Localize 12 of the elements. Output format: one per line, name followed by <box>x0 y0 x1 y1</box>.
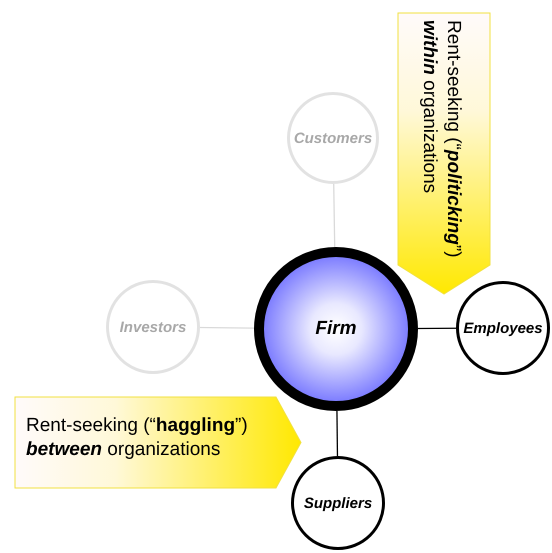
connector-line <box>200 326 254 329</box>
arrow-callout <box>14 396 302 489</box>
node-label: Investors <box>120 318 186 336</box>
node-label: Customers <box>294 130 372 146</box>
connector-line <box>418 328 456 330</box>
arrow-callout <box>397 12 491 295</box>
callout-text: Rent-seeking (“haggling”) between organizations <box>26 414 249 462</box>
node-label: Employees <box>463 320 543 336</box>
node-label: Firm <box>315 318 357 340</box>
connector-line <box>336 410 338 456</box>
node-label: Suppliers <box>304 494 372 512</box>
connector-line <box>333 184 336 248</box>
